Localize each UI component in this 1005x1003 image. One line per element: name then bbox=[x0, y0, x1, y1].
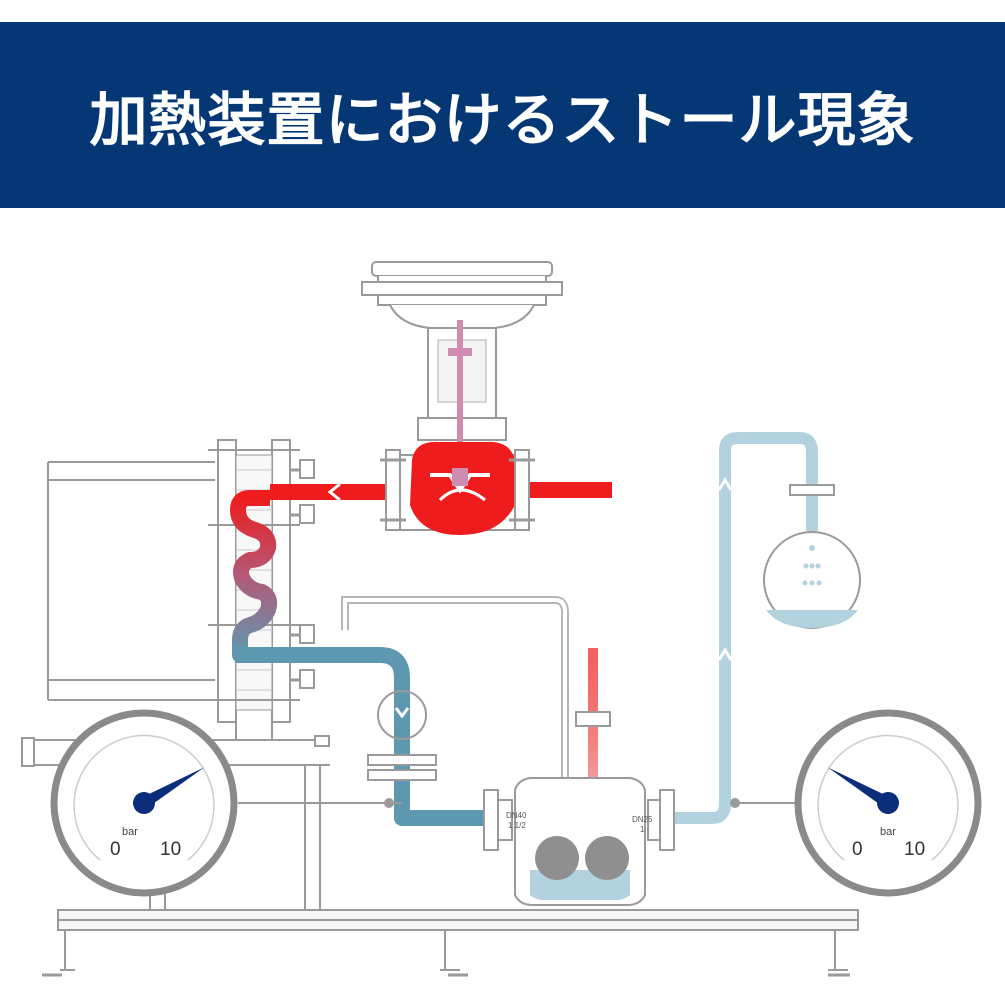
pressure-gauge-right: bar 0 10 bbox=[794, 709, 982, 897]
vent-riser bbox=[575, 648, 611, 788]
gauge-needle-right bbox=[827, 767, 899, 814]
gauge-right-max: 10 bbox=[904, 839, 925, 860]
gauge-left-max: 10 bbox=[160, 839, 181, 860]
gauge-right-min: 0 bbox=[852, 839, 863, 860]
pressure-gauge-left: bar 0 10 bbox=[50, 709, 238, 897]
trap-inlet-label: DN40 bbox=[506, 811, 527, 820]
steam-line bbox=[270, 482, 612, 502]
heat-exchanger-flow bbox=[230, 490, 278, 663]
gauge-left-unit: bar bbox=[122, 826, 138, 838]
condensate-line bbox=[236, 432, 835, 826]
receiver-vessel bbox=[763, 531, 861, 629]
page-title: 加熱装置におけるストール現象 bbox=[89, 86, 916, 154]
control-valve bbox=[361, 261, 563, 535]
gauge-needle-left bbox=[133, 767, 205, 814]
gauge-right-unit: bar bbox=[880, 826, 896, 838]
title-banner: 加熱装置におけるストール現象 bbox=[0, 22, 1005, 208]
pump-trap: DN40 1 1/2 DN25 1 bbox=[483, 777, 675, 906]
trap-inlet-size: 1 1/2 bbox=[508, 821, 526, 830]
trap-outlet-size: 1 bbox=[640, 825, 645, 834]
trap-outlet-label: DN25 bbox=[632, 815, 653, 824]
base-frame bbox=[21, 461, 859, 977]
gauge-left-min: 0 bbox=[110, 839, 121, 860]
